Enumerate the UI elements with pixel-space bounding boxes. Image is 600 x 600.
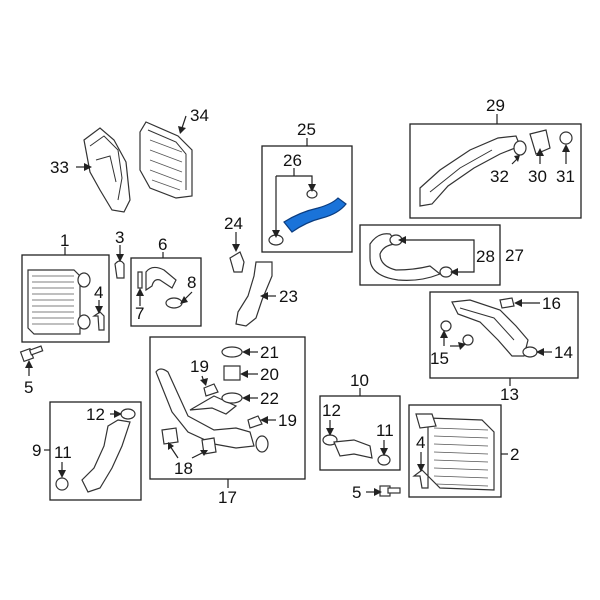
- group-box-9: [49, 401, 142, 501]
- callout-30: 30: [528, 167, 547, 186]
- part-16-bolt: [499, 297, 515, 309]
- callout-8: 8: [187, 273, 196, 292]
- part-23-intake-pipe: [235, 261, 273, 327]
- callout-11-right: 11: [376, 421, 394, 440]
- part-19-bolt-a: [203, 383, 219, 397]
- callout-21: 21: [260, 343, 279, 362]
- callout-27: 27: [505, 246, 524, 265]
- part-30-coupler: [529, 129, 551, 155]
- callout-13: 13: [500, 385, 519, 404]
- leader-lines: [25, 114, 570, 496]
- group-box-27: [359, 224, 501, 286]
- callout-10: 10: [350, 371, 369, 390]
- group-box-29: [409, 123, 582, 219]
- part-15-nut-b: [462, 334, 474, 346]
- part-31-clamp: [559, 131, 573, 145]
- part-32-clamp: [513, 140, 527, 156]
- callout-1: 1: [60, 231, 69, 250]
- part-5-bolt-left: [19, 345, 44, 363]
- callout-24: 24: [224, 214, 243, 233]
- callout-6: 6: [158, 235, 167, 254]
- callout-28: 28: [476, 247, 495, 266]
- part-4-clip-right: [412, 469, 429, 489]
- callout-9: 9: [32, 441, 41, 460]
- callout-19-upper: 19: [190, 357, 209, 376]
- part-4-clip-left: [92, 311, 105, 331]
- callout-22: 22: [260, 389, 279, 408]
- callout-4-left: 4: [94, 283, 103, 302]
- part-8-clamp: [165, 297, 183, 309]
- callout-11-left: 11: [54, 443, 72, 462]
- part-7-hose: [145, 266, 177, 292]
- callout-20: 20: [260, 365, 279, 384]
- callout-25: 25: [297, 120, 316, 139]
- callout-15: 15: [430, 349, 449, 368]
- part-11-seal-left: [55, 477, 69, 491]
- part-26-hose-highlighted: [283, 197, 347, 233]
- part-33-air-duct: [83, 127, 131, 213]
- callout-7: 7: [135, 304, 144, 323]
- part-7-clip: [137, 271, 143, 289]
- group-box-2: [408, 404, 502, 498]
- group-box-13: [429, 291, 579, 379]
- callout-12-left: 12: [86, 405, 105, 424]
- part-15-nut-a: [440, 320, 452, 332]
- callout-3: 3: [115, 228, 124, 247]
- part-21-clamp: [221, 346, 243, 358]
- part-29-charge-pipe: [419, 135, 521, 207]
- part-9-hose: [81, 419, 131, 493]
- callout-14: 14: [554, 343, 573, 362]
- callout-32: 32: [490, 167, 509, 186]
- callout-29: 29: [486, 96, 505, 115]
- part-17-branch: [189, 395, 238, 415]
- callout-5-left: 5: [24, 378, 33, 397]
- part-34-shroud: [139, 121, 193, 199]
- callout-18: 18: [174, 459, 193, 478]
- callout-23: 23: [279, 287, 298, 306]
- callout-33: 33: [50, 158, 69, 177]
- callout-34: 34: [190, 106, 209, 125]
- part-5-bolt-right: [379, 485, 401, 497]
- callout-26: 26: [283, 151, 302, 170]
- part-10-hose: [333, 439, 373, 459]
- callout-5-right: 5: [352, 483, 361, 502]
- callout-12-right: 12: [322, 401, 341, 420]
- callout-2: 2: [510, 445, 519, 464]
- part-18-bushing-a: [161, 427, 179, 445]
- part-22-clamp: [221, 392, 243, 404]
- part-1-intercooler: [27, 269, 91, 335]
- part-11-seal-right: [377, 454, 391, 466]
- callout-31: 31: [556, 167, 575, 186]
- part-20-coupler: [223, 365, 241, 381]
- group-box-6: [130, 257, 202, 327]
- callout-16: 16: [542, 294, 561, 313]
- part-19-bolt-b: [247, 415, 263, 429]
- callout-numbers: 33 34 1 3 4 5 6 7 8 24 23 25 26 29 32 30…: [24, 96, 575, 507]
- callout-17: 17: [218, 488, 237, 507]
- part-17-pipe-assembly: [155, 368, 255, 449]
- callout-4-right: 4: [416, 433, 425, 452]
- part-3-clip: [114, 260, 125, 279]
- part-12-clamp-left: [120, 408, 136, 420]
- part-17-outlet: [255, 435, 269, 453]
- part-24-bracket: [229, 251, 245, 273]
- part-14-seal: [522, 346, 538, 358]
- part-13-pipe: [451, 299, 529, 357]
- callout-19-lower: 19: [278, 411, 297, 430]
